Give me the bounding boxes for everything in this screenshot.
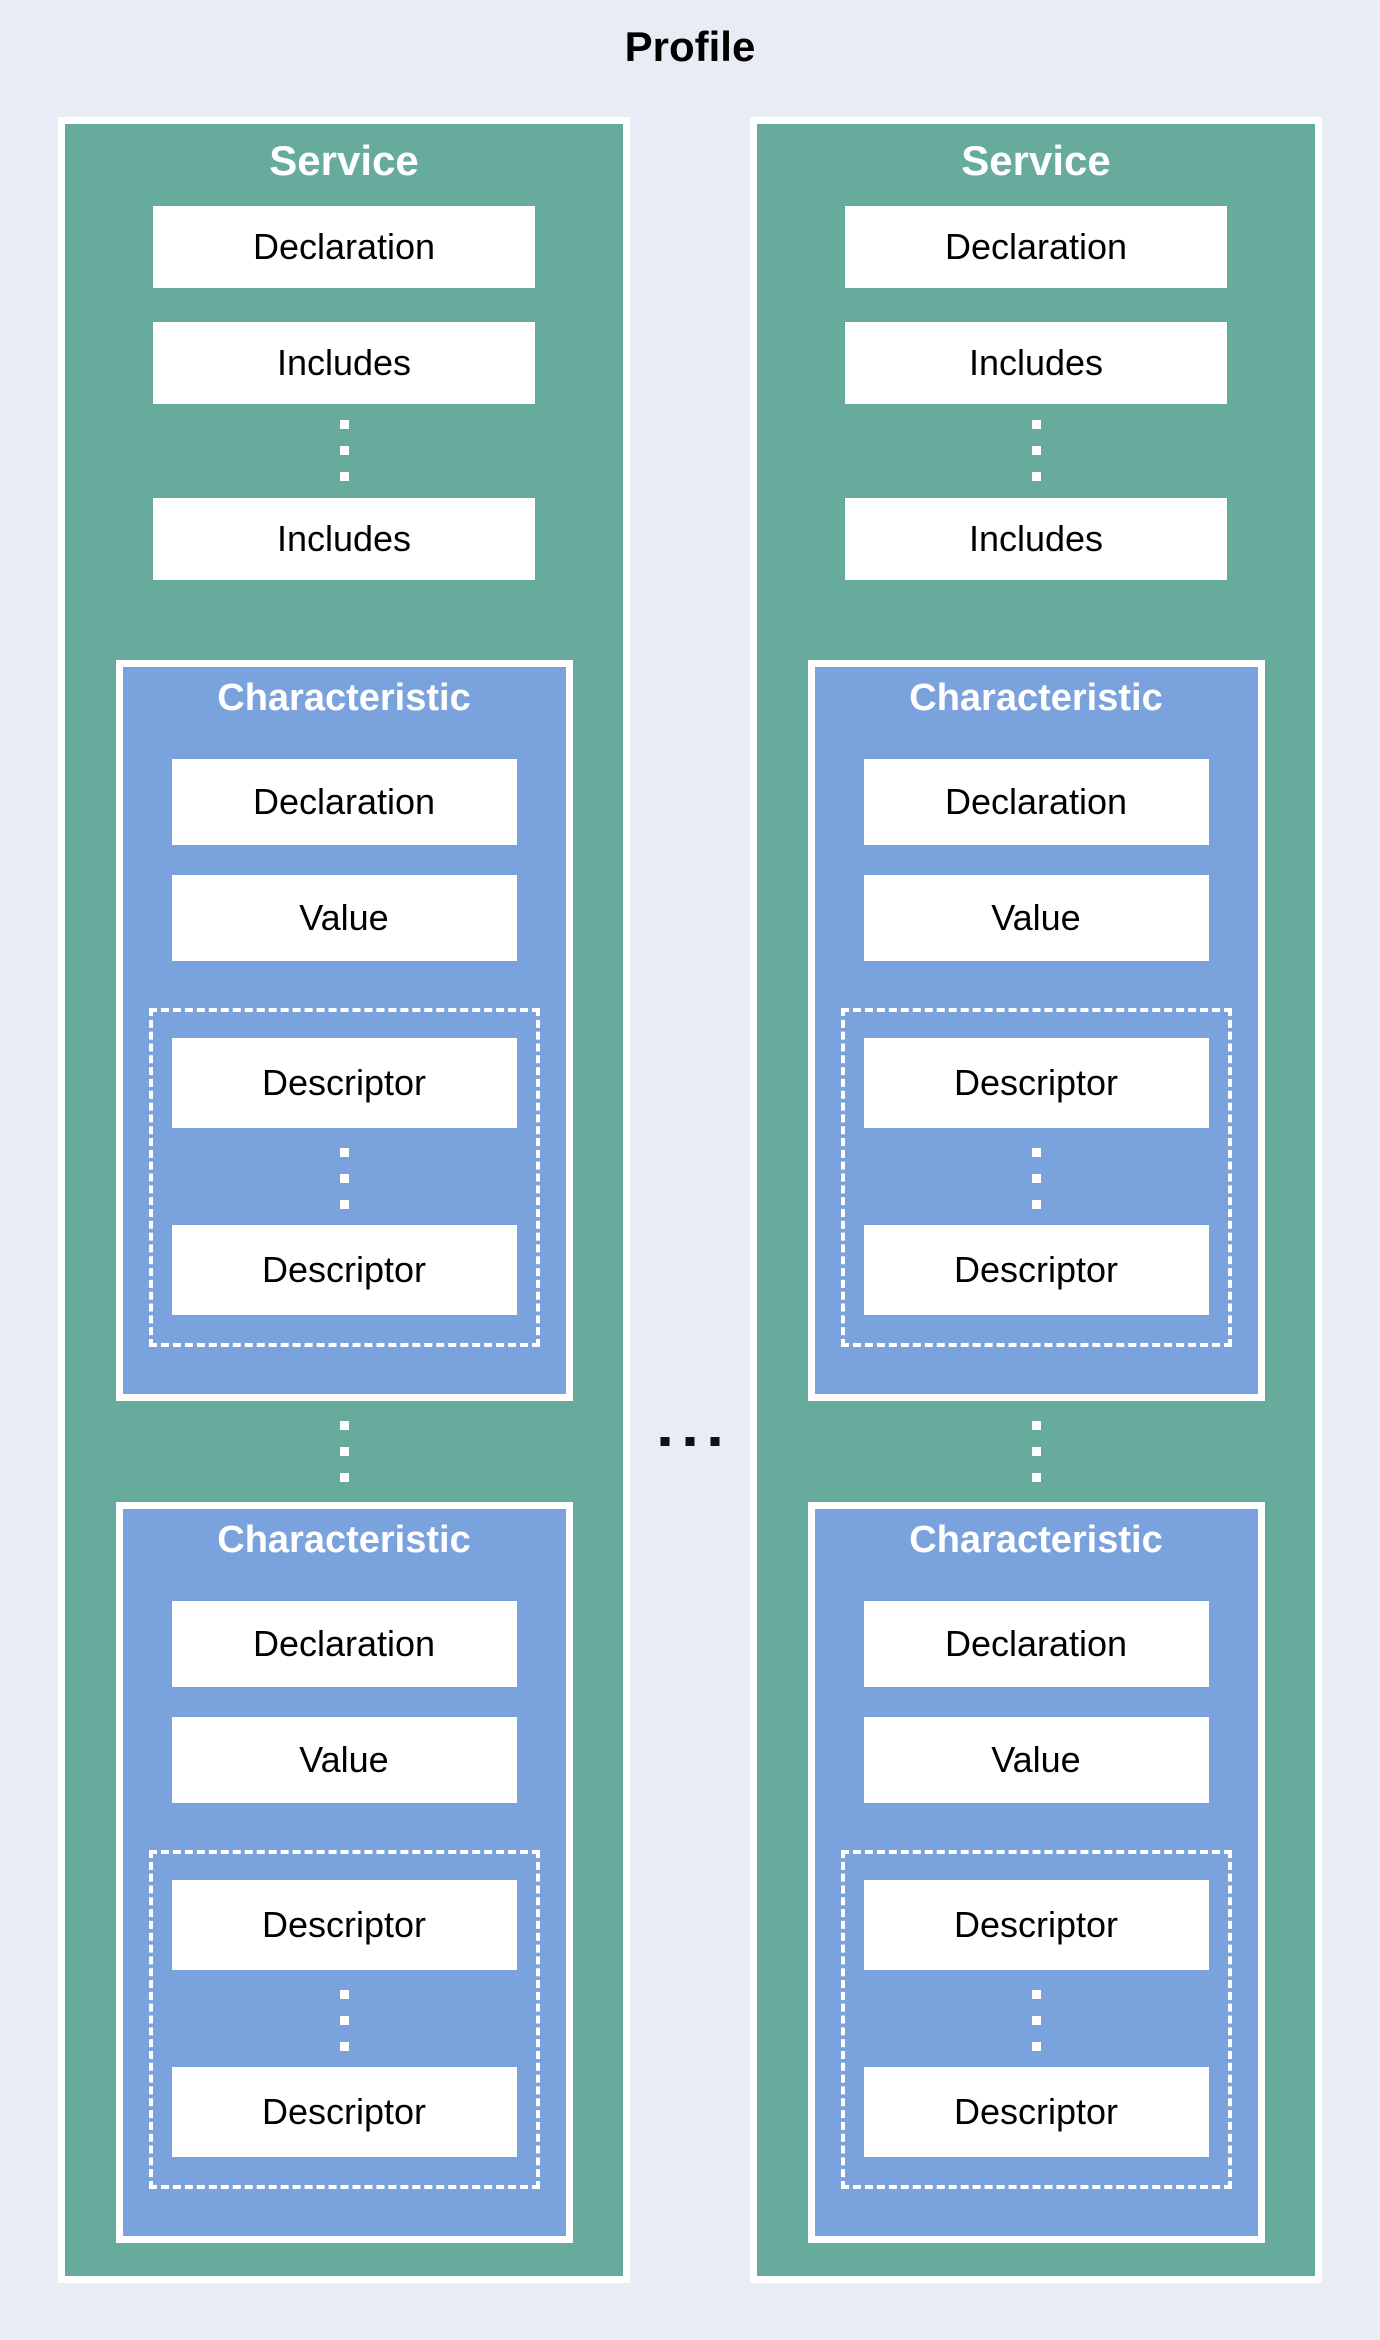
ellipsis-dot	[660, 1437, 670, 1446]
ellipsis-dot	[339, 2016, 349, 2025]
ellipsis-dot	[1031, 1200, 1041, 1209]
service-box-2: Service Declaration Includes Includes Ch…	[750, 117, 1322, 2283]
descriptor-group: Descriptor Descriptor	[840, 1008, 1232, 1347]
characteristic-title: Characteristic	[217, 677, 471, 719]
ellipsis-dot	[1031, 1447, 1041, 1456]
ellipsis-dot	[339, 1990, 349, 1999]
vertical-ellipsis-icon	[1031, 420, 1041, 481]
service-includes-box: Includes	[153, 322, 535, 404]
ellipsis-dot	[339, 1200, 349, 1209]
ellipsis-dot	[710, 1437, 720, 1446]
ellipsis-dot	[1031, 2042, 1041, 2051]
descriptor-group: Descriptor Descriptor	[840, 1850, 1232, 2189]
vertical-ellipsis-icon	[1031, 1148, 1041, 1209]
descriptor-box: Descriptor	[171, 1225, 517, 1315]
service-includes-box: Includes	[845, 498, 1227, 580]
characteristic-declaration-box: Declaration	[171, 759, 517, 845]
ellipsis-dot	[339, 1148, 349, 1157]
service-title: Service	[961, 137, 1111, 184]
descriptor-box: Descriptor	[863, 1225, 1209, 1315]
ellipsis-dot	[1031, 472, 1041, 481]
ellipsis-dot	[339, 1447, 349, 1456]
vertical-ellipsis-icon	[339, 1148, 349, 1209]
ellipsis-dot	[1031, 1990, 1041, 1999]
ellipsis-dot	[339, 1174, 349, 1183]
ellipsis-dot	[339, 472, 349, 481]
ellipsis-dot	[1031, 1174, 1041, 1183]
service-box-1: Service Declaration Includes Includes Ch…	[58, 117, 630, 2283]
service-includes-box: Includes	[845, 322, 1227, 404]
descriptor-box: Descriptor	[171, 1038, 517, 1128]
ellipsis-dot	[339, 446, 349, 455]
descriptor-group: Descriptor Descriptor	[148, 1850, 540, 2189]
service-declaration-box: Declaration	[845, 206, 1227, 288]
characteristic-value-box: Value	[863, 1717, 1209, 1803]
service-includes-box: Includes	[153, 498, 535, 580]
ellipsis-dot	[1031, 1148, 1041, 1157]
characteristic-box-1: Characteristic Declaration Value Descrip…	[115, 660, 573, 1401]
descriptor-box: Descriptor	[171, 2067, 517, 2157]
ellipsis-dot	[1031, 446, 1041, 455]
characteristic-title: Characteristic	[217, 1519, 471, 1561]
ellipsis-dot	[1031, 1473, 1041, 1482]
ellipsis-dot	[685, 1437, 695, 1446]
ellipsis-dot	[1031, 2016, 1041, 2025]
vertical-ellipsis-icon	[339, 420, 349, 481]
descriptor-group: Descriptor Descriptor	[148, 1008, 540, 1347]
characteristic-box-1: Characteristic Declaration Value Descrip…	[807, 660, 1265, 1401]
service-title: Service	[269, 137, 419, 184]
vertical-ellipsis-icon	[339, 1421, 349, 1482]
characteristic-declaration-box: Declaration	[863, 1601, 1209, 1687]
ellipsis-dot	[339, 2042, 349, 2051]
characteristic-box-2: Characteristic Declaration Value Descrip…	[115, 1502, 573, 2243]
descriptor-box: Descriptor	[863, 1038, 1209, 1128]
vertical-ellipsis-icon	[1031, 1990, 1041, 2051]
descriptor-box: Descriptor	[863, 2067, 1209, 2157]
characteristic-box-2: Characteristic Declaration Value Descrip…	[807, 1502, 1265, 2243]
ellipsis-dot	[339, 1421, 349, 1430]
characteristic-value-box: Value	[863, 875, 1209, 961]
ellipsis-dot	[1031, 420, 1041, 429]
services-row: Service Declaration Includes Includes Ch…	[58, 117, 1322, 2283]
horizontal-ellipsis-icon	[660, 1437, 720, 1446]
descriptor-box: Descriptor	[863, 1880, 1209, 1970]
characteristic-declaration-box: Declaration	[863, 759, 1209, 845]
characteristic-value-box: Value	[171, 875, 517, 961]
descriptor-box: Descriptor	[171, 1880, 517, 1970]
characteristic-declaration-box: Declaration	[171, 1601, 517, 1687]
vertical-ellipsis-icon	[1031, 1421, 1041, 1482]
service-declaration-box: Declaration	[153, 206, 535, 288]
ellipsis-dot	[339, 420, 349, 429]
ellipsis-dot	[1031, 1421, 1041, 1430]
vertical-ellipsis-icon	[339, 1990, 349, 2051]
page-title: Profile	[624, 23, 756, 70]
characteristic-title: Characteristic	[909, 677, 1163, 719]
ellipsis-dot	[339, 1473, 349, 1482]
characteristic-value-box: Value	[171, 1717, 517, 1803]
characteristic-title: Characteristic	[909, 1519, 1163, 1561]
